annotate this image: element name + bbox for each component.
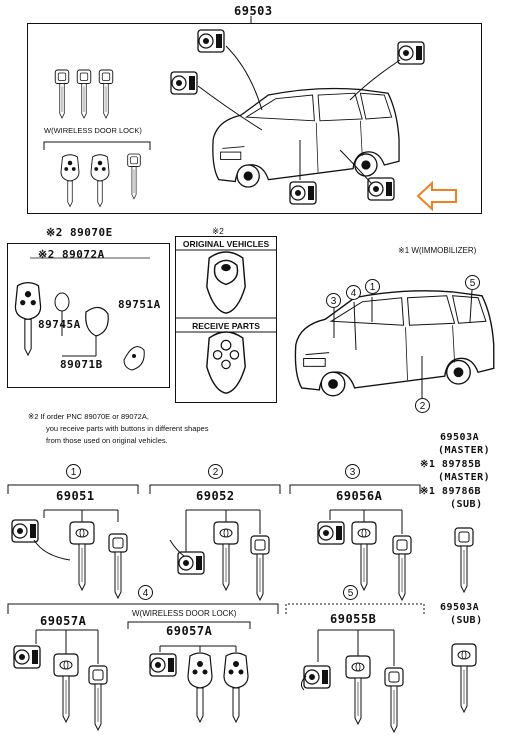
car-callout-2: 2 — [415, 398, 430, 413]
set-circle-4: 4 — [138, 585, 153, 600]
footnote-line-2: you receive parts with buttons in differ… — [46, 424, 209, 433]
mid-box-mark: ※2 — [212, 226, 224, 236]
set-part-69051: 69051 — [56, 489, 95, 503]
right-note-sub-2: (SUB) — [450, 615, 483, 626]
car-callout-4: 4 — [346, 285, 361, 300]
right-note-sub-1: (SUB) — [450, 499, 483, 510]
part-89751a: 89751A — [118, 298, 161, 311]
set-circle-5: 5 — [343, 585, 358, 600]
right-part-69503a-sub: 69503A — [440, 602, 480, 613]
set-circle-2: 2 — [208, 464, 223, 479]
car-callout-3: 3 — [326, 293, 341, 308]
right-part-89786b: ※1 89786B — [420, 486, 482, 497]
left-box-subheader: ※2 89072A — [38, 248, 105, 261]
car-callout-1: 1 — [365, 279, 380, 294]
receive-parts-label: RECEIVE PARTS — [192, 321, 260, 331]
top-wireless-note: W(WIRELESS DOOR LOCK) — [44, 126, 142, 135]
set-part-69057a-wireless: 69057A — [166, 624, 213, 638]
right-part-69503a-master: 69503A — [440, 432, 480, 443]
original-vehicles-label: ORIGINAL VEHICLES — [182, 239, 270, 249]
left-box-header: ※2 89070E — [46, 226, 113, 239]
car-callout-5: 5 — [465, 275, 480, 290]
part-89745a: 89745A — [38, 318, 81, 331]
right-note-master-2: (MASTER) — [438, 472, 491, 483]
part-89071b: 89071B — [60, 358, 103, 371]
top-part-number: 69503 — [234, 4, 273, 18]
set-circle-3: 3 — [345, 464, 360, 479]
set-circle-1: 1 — [66, 464, 81, 479]
set-part-69056a: 69056A — [336, 489, 383, 503]
set-part-69055b: 69055B — [330, 612, 377, 626]
set-part-69052: 69052 — [196, 489, 235, 503]
immobilizer-note: ※1 W(IMMOBILIZER) — [398, 246, 477, 255]
set-4-wireless-note: W(WIRELESS DOOR LOCK) — [132, 609, 237, 618]
footnote-line-1: ※2 If order PNC 89070E or 89072A, — [28, 412, 149, 421]
footnote-line-3: from those used on original vehicles. — [46, 436, 168, 445]
right-note-master-1: (MASTER) — [438, 445, 491, 456]
set-part-69057a: 69057A — [40, 614, 87, 628]
right-part-89785b: ※1 89785B — [420, 459, 482, 470]
